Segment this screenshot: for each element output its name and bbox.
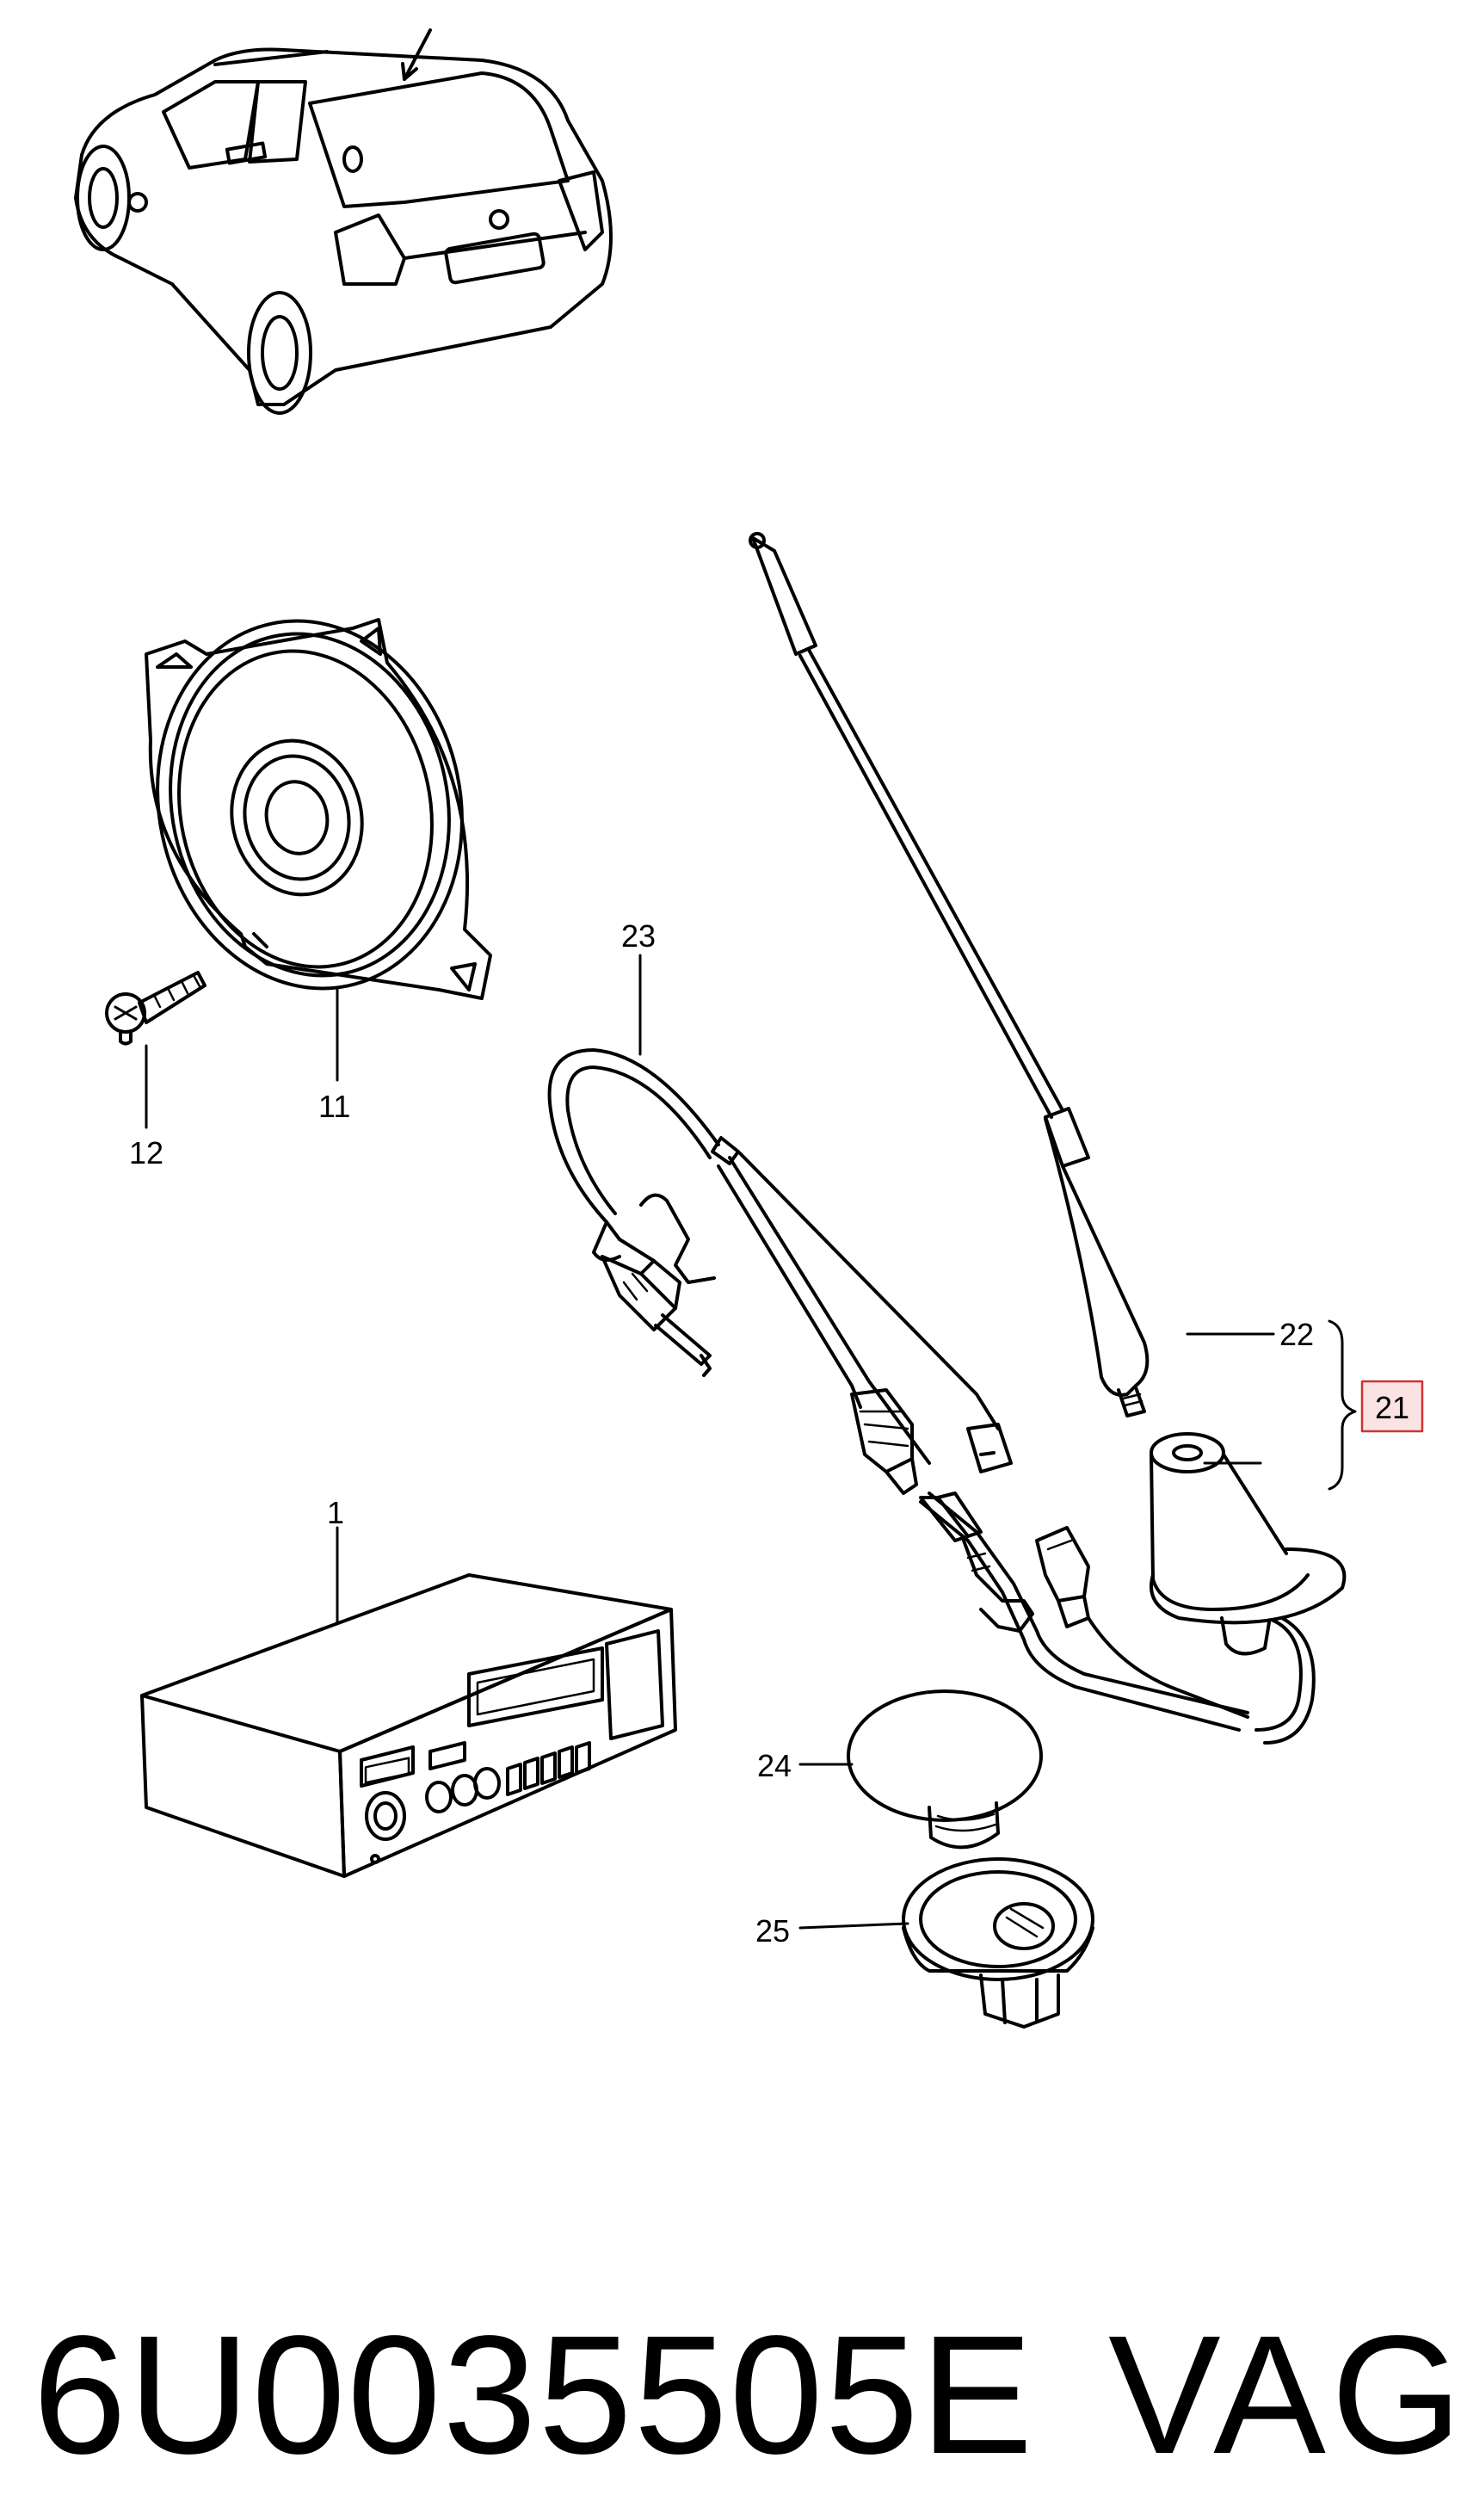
brand-label: VAG (1108, 2301, 1461, 2489)
antenna-base-illustration (1150, 1432, 1347, 1745)
nut-illustration (902, 1857, 1094, 2029)
cap-illustration (847, 1689, 1043, 1850)
radio-illustration (140, 1573, 677, 1878)
callout-12: 12 (129, 1135, 163, 1170)
callout-22: 22 (1279, 1317, 1314, 1352)
callout-25: 25 (755, 1913, 790, 1949)
callout-21: 21 (1375, 1390, 1409, 1425)
antenna-rod-illustration (749, 532, 1150, 1418)
screw-illustration (105, 971, 207, 1046)
leader-lines (145, 954, 1357, 1930)
antenna-cable-illustration (547, 1048, 1249, 1732)
speaker-illustration (145, 618, 492, 1000)
callout-21-highlight[interactable] (1360, 1380, 1424, 1433)
callout-11: 11 (318, 1089, 350, 1124)
callout-1: 1 (327, 1495, 344, 1530)
car-illustration (74, 28, 613, 415)
callout-24: 24 (757, 1748, 792, 1783)
callout-23: 23 (621, 918, 656, 954)
part-number-label: 6U0035505E (33, 2301, 1035, 2489)
